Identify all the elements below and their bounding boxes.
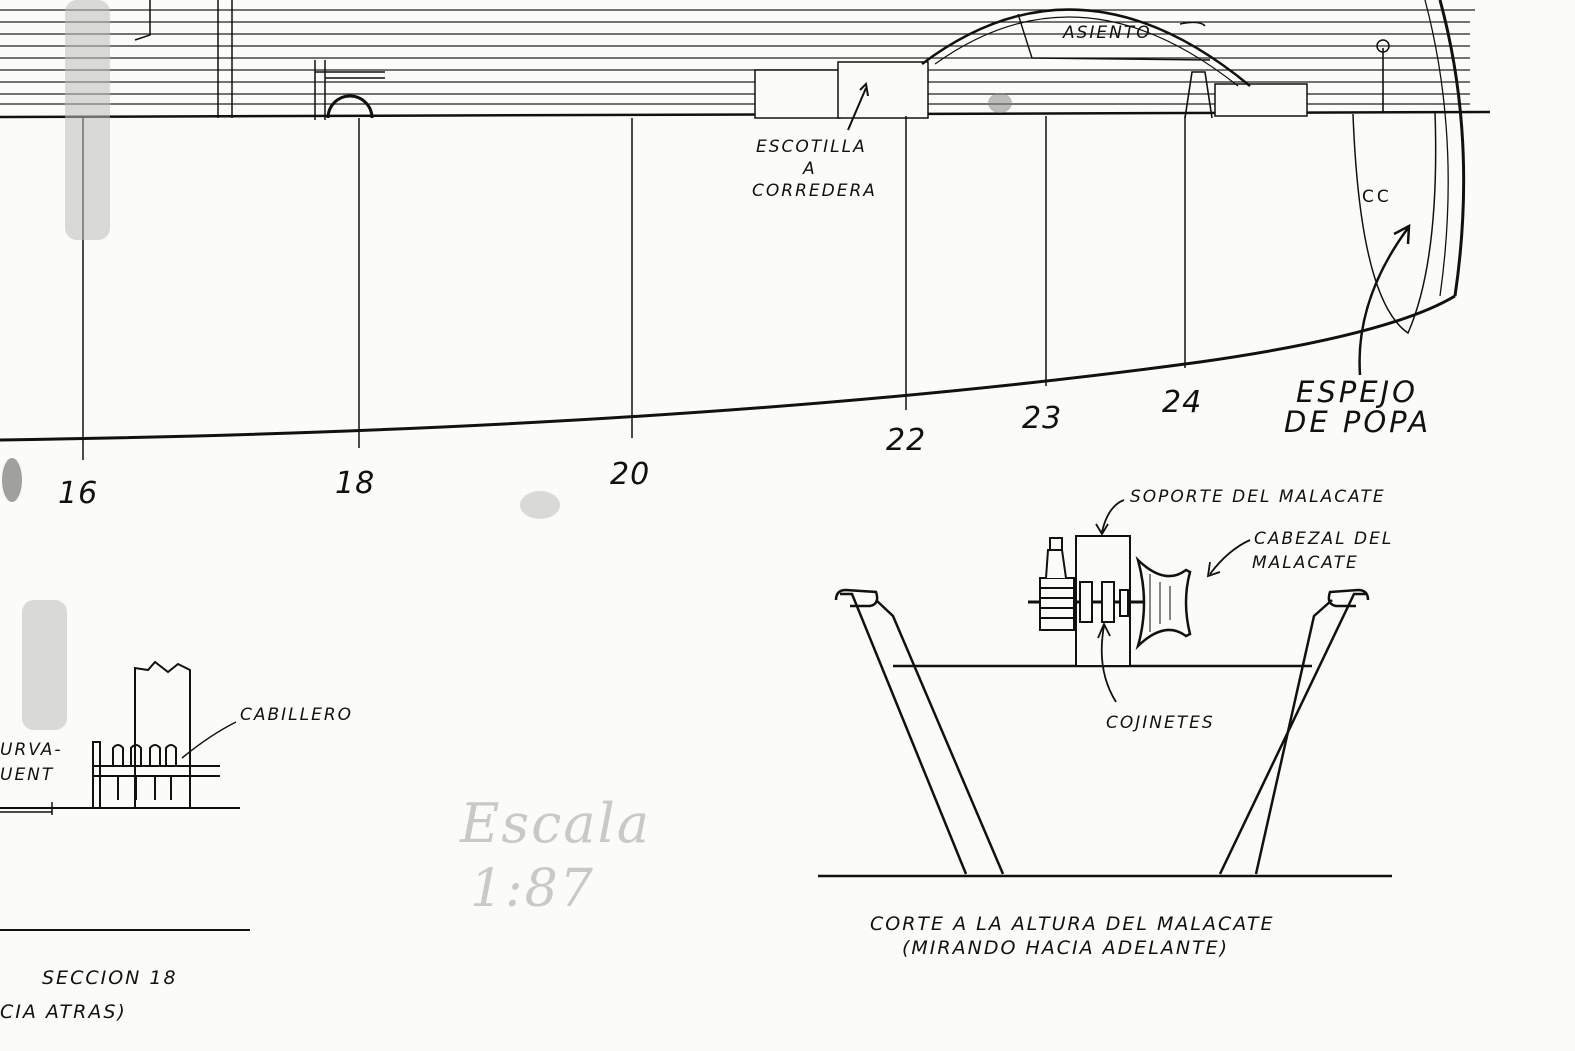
cabillero-arrow (181, 721, 237, 759)
cojinetes-label: COJINETES (1106, 713, 1215, 733)
winch-assembly (1028, 535, 1192, 667)
espejo-de-popa-label: ESPEJO DE POPA (1284, 375, 1431, 439)
escotilla-arrow (847, 81, 869, 131)
asiento-label: ASIENTO (1062, 23, 1152, 43)
cabillero-rack (92, 660, 220, 808)
espejo-arrow (1358, 223, 1411, 376)
svg-text:DE POPA: DE POPA (1284, 405, 1431, 439)
winch-caption: CORTE A LA ALTURA DEL MALACATE (MIRANDO … (870, 913, 1275, 959)
station-18-label: 18 (335, 466, 375, 501)
svg-text:UENT: UENT (0, 765, 54, 785)
cabillero-label: CABILLERO (240, 705, 353, 725)
hull-profile: 16 18 20 22 23 24 ASIENTO ESCOTILLA A CO… (0, 0, 1491, 511)
svg-text:ESCOTILLA: ESCOTILLA (756, 137, 867, 157)
station-23-label: 23 (1022, 401, 1062, 436)
soporte-label: SOPORTE DEL MALACATE (1130, 487, 1386, 507)
svg-text:1:87: 1:87 (470, 859, 595, 919)
station-20-label: 20 (610, 457, 650, 492)
winch-drum (1135, 555, 1192, 651)
station-16-label: 16 (58, 476, 98, 511)
section-18-caption: SECCION 18 CIA ATRAS) (0, 967, 178, 1023)
paper-stains (2, 0, 1012, 730)
svg-text:MALACATE: MALACATE (1252, 553, 1359, 573)
station-numbers: 16 18 20 22 23 24 (58, 385, 1202, 511)
stern-transom (1352, 0, 1466, 335)
cojinetes-arrow (1097, 621, 1117, 703)
svg-text:(MIRANDO HACIA ADELANTE): (MIRANDO HACIA ADELANTE) (902, 937, 1229, 959)
soporte-arrow (1095, 499, 1125, 536)
svg-text:Escala: Escala (459, 792, 651, 855)
svg-text:A: A (802, 159, 817, 179)
station-22-label: 22 (886, 423, 926, 458)
svg-text:URVA-: URVA- (0, 740, 63, 760)
svg-text:CORREDERA: CORREDERA (752, 181, 877, 201)
station-24-label: 24 (1162, 385, 1202, 420)
cabezal-arrow (1206, 539, 1251, 578)
deck-structures (134, 0, 1390, 120)
curva-label: URVA- UENT (0, 740, 63, 785)
cc-label: CC (1362, 187, 1392, 207)
curva-base (0, 802, 53, 815)
keel-line (0, 294, 1456, 442)
escotilla-label: ESCOTILLA A CORREDERA (752, 137, 877, 201)
station-lines (82, 116, 1186, 460)
svg-text:CIA ATRAS): CIA ATRAS) (0, 1001, 127, 1023)
deck-planking (0, 9, 1475, 105)
svg-text:SECCION 18: SECCION 18 (42, 967, 178, 989)
svg-text:CABEZAL DEL: CABEZAL DEL (1254, 529, 1393, 549)
svg-text:CORTE A LA ALTURA DEL MALACATE: CORTE A LA ALTURA DEL MALACATE (870, 913, 1275, 935)
asiento-arrow (1179, 21, 1206, 27)
winch-cross-section: SOPORTE DEL MALACATE CABEZAL DEL MALACAT… (818, 487, 1393, 959)
cabezal-label: CABEZAL DEL MALACATE (1252, 529, 1393, 573)
svg-text:ESPEJO: ESPEJO (1296, 375, 1418, 409)
section-18-detail: CABILLERO URVA- UENT SECCION 18 CIA ATRA… (0, 660, 353, 1023)
pencil-scale-note: Escala 1:87 (459, 792, 651, 919)
